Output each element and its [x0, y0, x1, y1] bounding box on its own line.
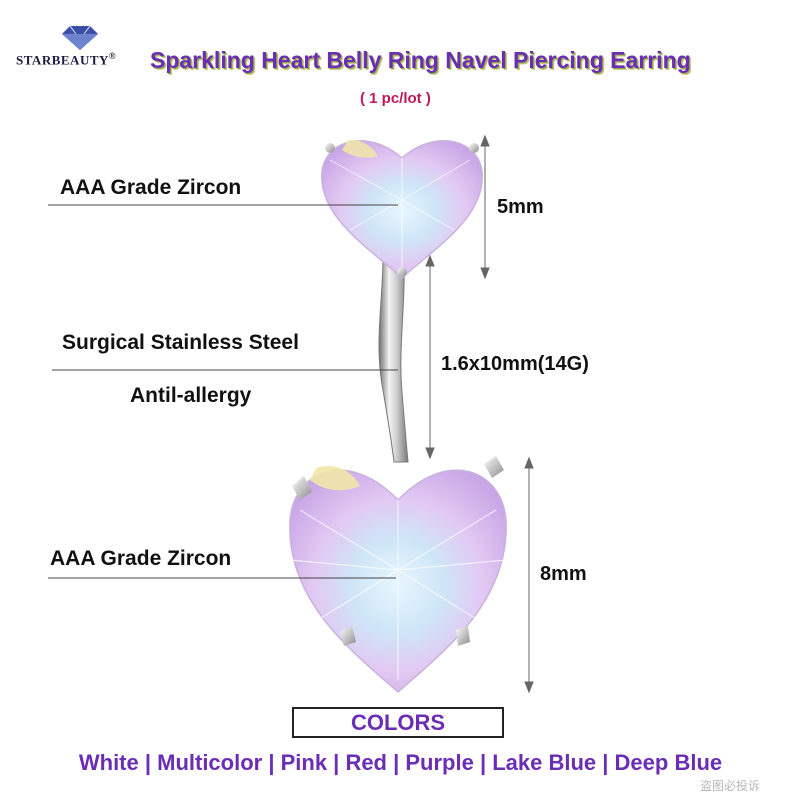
top-stone-label: AAA Grade Zircon: [60, 176, 242, 199]
bar-property-label: Antil-allergy: [130, 384, 252, 407]
page-title: Sparkling Heart Belly Ring Navel Piercin…: [150, 47, 691, 73]
page-subtitle: ( 1 pc/lot ): [360, 90, 431, 107]
colors-header-box: COLORS: [292, 707, 504, 738]
top-heart-stone: [321, 139, 483, 280]
registered-mark: ®: [108, 51, 117, 61]
colors-title: COLORS: [350, 709, 446, 735]
bottom-stone-label: AAA Grade Zircon: [50, 547, 232, 570]
bottom-stone-size: 8mm: [540, 563, 587, 585]
brand-logo: STARBEAUTY®: [16, 51, 116, 68]
bottom-heart-stone: [289, 456, 507, 693]
barbell-bar: [378, 257, 409, 463]
watermark: 盗图必投诉: [700, 779, 761, 793]
bar-material-label: Surgical Stainless Steel: [62, 331, 299, 354]
dimension-arrows: [425, 134, 534, 694]
top-stone-size: 5mm: [497, 196, 544, 218]
diamond-icon: [62, 25, 98, 50]
bar-size: 1.6x10mm(14G): [441, 353, 589, 375]
brand-name: STARBEAUTY: [16, 52, 109, 68]
color-options: White | Multicolor | Pink | Red | Purple…: [78, 750, 723, 775]
leader-lines: [48, 204, 398, 579]
